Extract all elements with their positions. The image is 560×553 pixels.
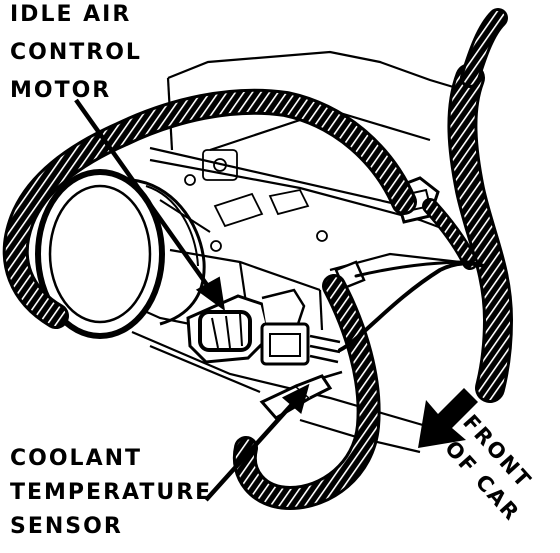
label-line: COOLANT — [10, 446, 143, 471]
cylinder-head-detail — [184, 149, 328, 252]
direction-arrow-icon — [418, 388, 478, 448]
label-line: CONTROL — [10, 40, 142, 65]
coolant-temperature-sensor-label: COOLANT TEMPERATURE SENSOR — [10, 448, 212, 538]
label-line: TEMPERATURE — [10, 480, 213, 505]
sensor-connector — [260, 322, 341, 366]
label-line: MOTOR — [10, 78, 112, 103]
idle-air-control-motor-label: IDLE AIR CONTROL MOTOR — [10, 4, 142, 102]
throttle-body — [35, 169, 211, 339]
label-line: SENSOR — [10, 514, 123, 539]
wiring-harness — [2, 8, 513, 510]
leader-lines — [74, 98, 310, 502]
label-line: IDLE AIR — [10, 2, 132, 27]
